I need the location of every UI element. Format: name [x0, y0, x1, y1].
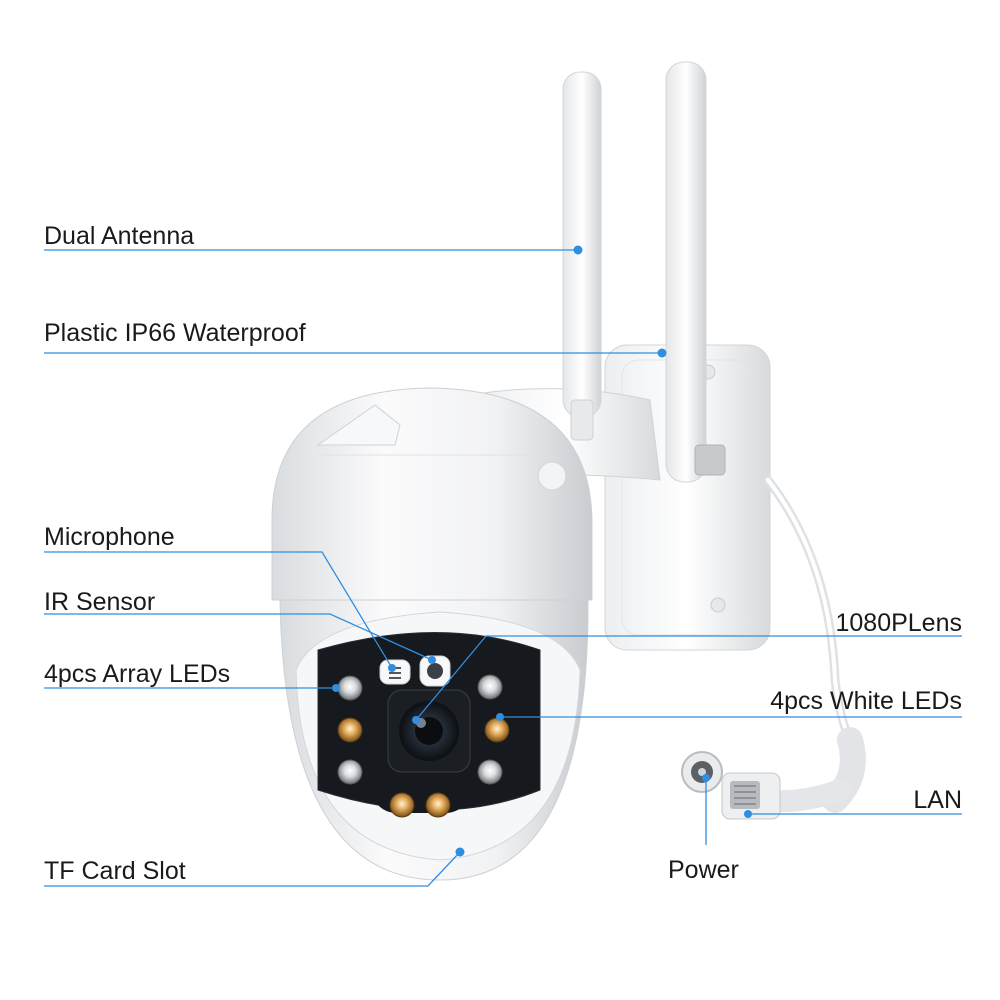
- antenna-left: [562, 71, 602, 441]
- antenna-right: [665, 61, 726, 483]
- power-connector: [681, 751, 723, 793]
- lan-connector: [721, 772, 781, 820]
- led-warm: [337, 717, 510, 818]
- label-array-leds: 4pcs Array LEDs: [44, 660, 231, 688]
- callout-ir-sensor: [44, 613, 433, 661]
- camera-lens: [387, 689, 471, 773]
- label-dual-antenna: Dual Antenna: [44, 222, 195, 250]
- ir-sensor: [419, 655, 451, 687]
- label-lan: LAN: [913, 786, 962, 814]
- label-ir-sensor: IR Sensor: [44, 588, 156, 616]
- label-microphone: Microphone: [44, 523, 175, 551]
- label-tf-card-slot: TF Card Slot: [44, 857, 186, 885]
- microphone-hole: [379, 659, 411, 685]
- callout-dots: [332, 245, 752, 857]
- cables: [749, 475, 866, 813]
- label-power: Power: [668, 856, 739, 884]
- callout-lines: [44, 249, 962, 887]
- label-lens: 1080PLens: [835, 609, 962, 637]
- callout-tf-card: [44, 851, 461, 887]
- callout-microphone: [44, 551, 393, 669]
- callout-lens: [415, 635, 962, 721]
- label-white-leds: 4pcs White LEDs: [770, 687, 962, 715]
- led-white: [337, 674, 503, 785]
- label-waterproof: Plastic IP66 Waterproof: [44, 319, 306, 347]
